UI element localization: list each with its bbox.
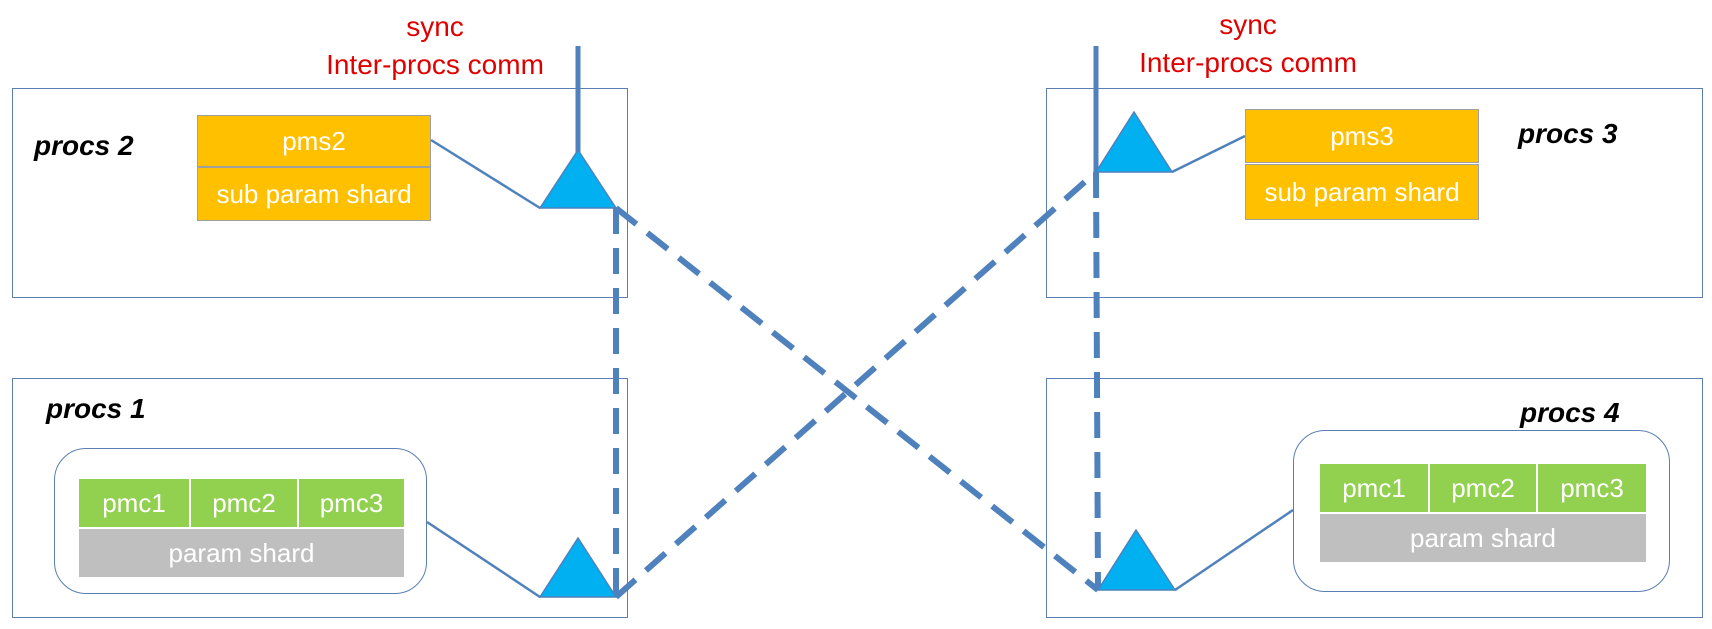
sync-subtitle: Inter-procs comm bbox=[326, 49, 544, 80]
comm-node-procs-2 bbox=[538, 148, 618, 209]
procs-4-pmc3: pmc3 bbox=[1537, 463, 1647, 513]
link-pms2-to-node2 bbox=[430, 138, 541, 210]
comm-node-procs-1 bbox=[538, 536, 618, 598]
procs-4-pmc1: pmc1 bbox=[1319, 463, 1429, 513]
procs-4-label: procs 4 bbox=[1520, 397, 1620, 428]
sync-label-left: sync Inter-procs comm bbox=[295, 8, 575, 84]
comm-node-procs-4 bbox=[1096, 528, 1177, 591]
pms3-sub-param-shard: sub param shard bbox=[1245, 164, 1479, 220]
procs-1-label: procs 1 bbox=[46, 393, 146, 424]
dashed-link-node2-node4 bbox=[614, 205, 1100, 593]
procs-4-pmc2: pmc2 bbox=[1429, 463, 1537, 513]
sync-title: sync bbox=[1219, 9, 1277, 40]
link-procs1-to-node1 bbox=[426, 520, 541, 599]
dashed-link-node3-node4 bbox=[1093, 171, 1101, 591]
comm-node-procs-3 bbox=[1094, 110, 1174, 173]
sync-title: sync bbox=[406, 11, 464, 42]
link-procs4-to-node4 bbox=[1174, 508, 1294, 592]
procs-1-pmc2: pmc2 bbox=[190, 478, 298, 528]
pms3-cell: pms3 bbox=[1245, 109, 1479, 163]
procs-4-param-shard: param shard bbox=[1319, 513, 1647, 563]
link-pms3-to-node3 bbox=[1171, 134, 1246, 174]
dashed-link-node1-node3 bbox=[614, 169, 1098, 600]
procs-2-label: procs 2 bbox=[34, 130, 134, 161]
procs-1-pmc3: pmc3 bbox=[298, 478, 405, 528]
procs-1-pmc1: pmc1 bbox=[78, 478, 190, 528]
sync-label-right: sync Inter-procs comm bbox=[1108, 6, 1388, 82]
procs-3-label: procs 3 bbox=[1518, 118, 1618, 149]
procs-1-param-shard: param shard bbox=[78, 528, 405, 578]
sync-subtitle: Inter-procs comm bbox=[1139, 47, 1357, 78]
pms2-sub-param-shard: sub param shard bbox=[197, 167, 431, 221]
